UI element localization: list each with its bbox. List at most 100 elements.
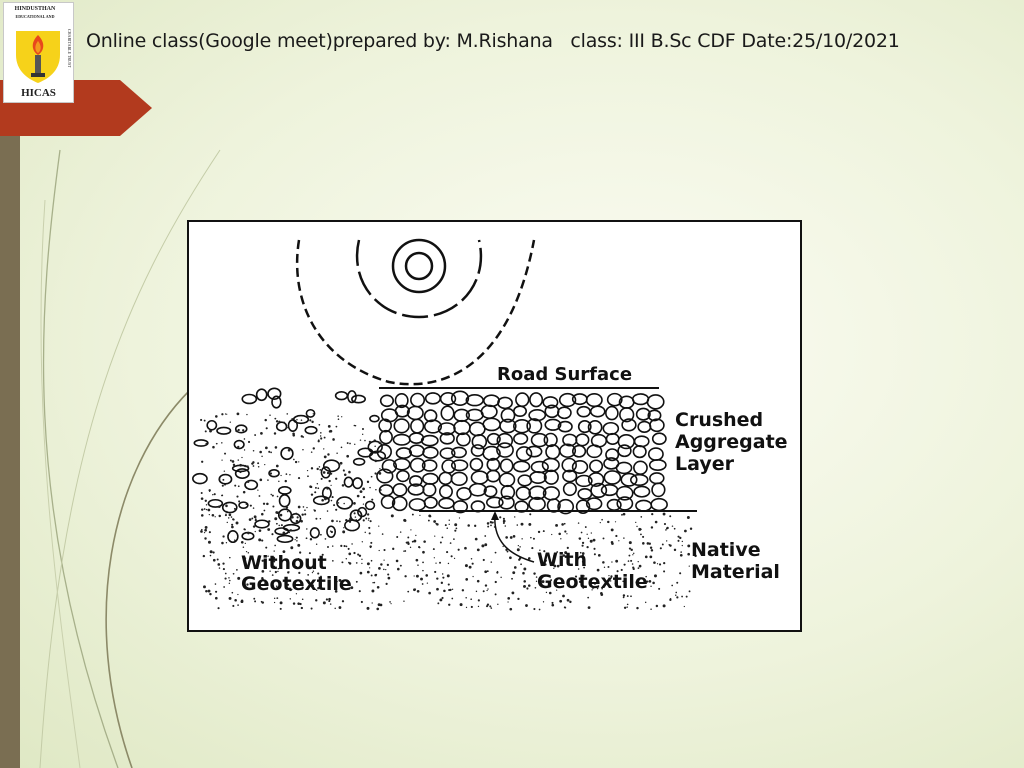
- soil-speckle: [273, 597, 276, 600]
- soil-speckle: [204, 430, 207, 433]
- soil-speckle: [627, 560, 630, 562]
- soil-speckle: [681, 544, 683, 547]
- soil-speckle: [224, 572, 227, 575]
- mixed-stone: [305, 408, 316, 418]
- soil-speckle: [222, 568, 225, 571]
- label-without-1: Without: [241, 552, 327, 574]
- aggregate-stone: [500, 407, 516, 423]
- soil-speckle: [357, 553, 360, 556]
- soil-speckle: [648, 542, 651, 545]
- soil-speckle: [448, 603, 451, 606]
- soil-speckle: [327, 453, 330, 456]
- aggregate-stone: [525, 445, 543, 458]
- soil-speckle: [276, 495, 279, 498]
- mixed-stone: [309, 527, 320, 539]
- soil-speckle: [378, 525, 380, 527]
- soil-speckle: [307, 573, 310, 576]
- aggregate-stone: [410, 418, 425, 434]
- soil-speckle: [532, 537, 535, 540]
- soil-speckle: [267, 555, 269, 557]
- soil-speckle: [584, 564, 586, 566]
- soil-speckle: [562, 554, 566, 557]
- soil-speckle: [241, 446, 244, 448]
- soil-speckle: [298, 461, 300, 463]
- soil-speckle: [268, 520, 271, 523]
- soil-speckle: [261, 569, 265, 573]
- soil-speckle: [328, 597, 331, 601]
- soil-speckle: [636, 606, 639, 610]
- soil-speckle: [264, 463, 266, 466]
- soil-speckle: [633, 552, 635, 555]
- soil-speckle: [259, 450, 262, 454]
- aggregate-stone: [422, 446, 439, 459]
- soil-speckle: [553, 555, 555, 557]
- soil-speckle: [640, 528, 642, 530]
- soil-speckle: [528, 522, 532, 526]
- soil-speckle: [609, 580, 612, 582]
- aggregate-stone: [557, 498, 575, 515]
- soil-speckle: [218, 514, 221, 518]
- soil-speckle: [275, 464, 279, 468]
- soil-speckle: [410, 529, 412, 531]
- soil-speckle: [550, 564, 552, 567]
- soil-speckle: [397, 567, 400, 571]
- soil-speckle: [237, 593, 239, 596]
- soil-speckle: [688, 590, 691, 593]
- soil-speckle: [482, 590, 485, 593]
- soil-speckle: [278, 524, 280, 527]
- aggregate-stone: [450, 390, 470, 406]
- soil-speckle: [623, 606, 627, 609]
- institution-logo: HINDUSTHAN EDUCATIONAL AND CHARITABLE TR…: [3, 2, 74, 103]
- soil-speckle: [533, 572, 536, 575]
- soil-speckle: [519, 546, 521, 548]
- soil-speckle: [450, 555, 453, 558]
- soil-speckle: [252, 507, 255, 509]
- soil-speckle: [561, 581, 564, 584]
- aggregate-stone: [498, 495, 515, 510]
- soil-speckle: [336, 452, 338, 454]
- soil-speckle: [246, 583, 249, 586]
- soil-speckle: [221, 484, 224, 487]
- soil-speckle: [308, 552, 311, 555]
- soil-speckle: [646, 580, 649, 583]
- soil-speckle: [446, 574, 450, 578]
- soil-speckle: [216, 558, 219, 561]
- soil-speckle: [307, 415, 309, 417]
- soil-speckle: [465, 606, 468, 609]
- soil-speckle: [512, 535, 516, 538]
- soil-speckle: [240, 599, 244, 602]
- label-crushed-1: Crushed: [675, 409, 763, 431]
- soil-speckle: [618, 540, 620, 542]
- soil-speckle: [329, 530, 332, 532]
- aggregate-stone: [394, 392, 409, 409]
- soil-speckle: [244, 542, 246, 545]
- soil-speckle: [669, 598, 672, 600]
- soil-speckle: [368, 517, 370, 520]
- soil-speckle: [681, 595, 683, 598]
- soil-speckle: [315, 599, 318, 602]
- soil-speckle: [225, 504, 228, 508]
- soil-speckle: [464, 546, 467, 550]
- soil-speckle: [523, 584, 526, 588]
- soil-speckle: [432, 548, 435, 551]
- soil-speckle: [411, 540, 414, 543]
- soil-speckle: [494, 551, 497, 554]
- soil-speckle: [527, 557, 531, 560]
- soil-speckle: [399, 531, 402, 533]
- soil-speckle: [279, 496, 282, 498]
- soil-speckle: [561, 523, 564, 526]
- soil-speckle: [378, 472, 382, 475]
- soil-speckle: [365, 517, 368, 520]
- soil-speckle: [496, 571, 499, 574]
- soil-speckle: [447, 583, 450, 586]
- soil-speckle: [273, 560, 276, 563]
- soil-speckle: [243, 528, 246, 531]
- soil-speckle: [353, 424, 356, 427]
- aggregate-stone: [543, 432, 558, 448]
- soil-speckle: [253, 515, 257, 519]
- soil-speckle: [342, 530, 346, 534]
- soil-speckle: [258, 538, 262, 542]
- soil-speckle: [209, 429, 212, 433]
- aggregate-stone: [585, 392, 603, 408]
- soil-speckle: [283, 421, 286, 424]
